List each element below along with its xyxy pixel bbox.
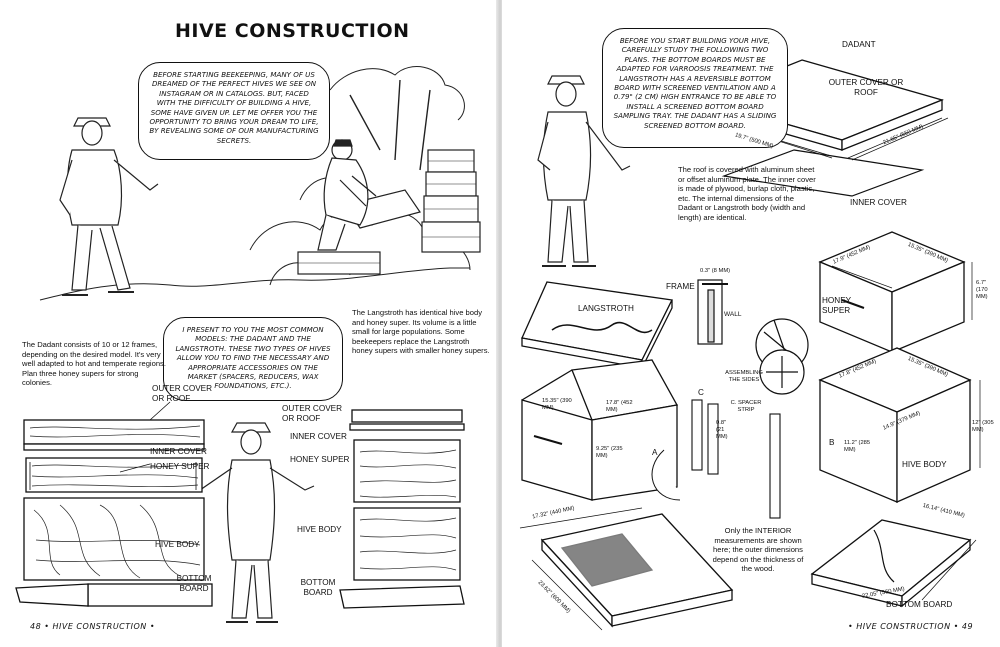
- langstroth-hive-illustration: [339, 409, 465, 609]
- langstroth-title-label: LANGSTROTH: [578, 304, 634, 313]
- models-speech-bubble: I PRESENT TO YOU THE MOST COMMON MODELS:…: [163, 317, 343, 401]
- wall-label: WALL: [724, 311, 742, 318]
- outer-cover-label: OUTER COVER OR ROOF: [828, 78, 904, 97]
- langstroth-height-dimension: 9.25" (235 MM): [596, 446, 623, 459]
- intro-bubble-text: BEFORE STARTING BEEKEEPING, MANY OF US D…: [149, 70, 319, 145]
- frame-wall-detail: [697, 279, 728, 345]
- honey-super-drawing: [818, 231, 966, 353]
- langstroth-roof-drawing: [521, 281, 673, 369]
- langstroth-description: The Langstroth has identical hive body a…: [352, 308, 490, 356]
- frame-label: FRAME: [666, 282, 695, 291]
- left-page-footer: 48 • HIVE CONSTRUCTION •: [30, 622, 156, 631]
- intro-speech-bubble: BEFORE STARTING BEEKEEPING, MANY OF US D…: [138, 62, 330, 160]
- left-page: HIVE CONSTRUCTION: [0, 0, 498, 647]
- left-page-illustrations: [15, 66, 481, 623]
- right-page-illustrations: [519, 59, 981, 631]
- spacer-dimension: 0.8" (21 MM): [716, 420, 728, 440]
- body-inner-height-dimension: 11.2" (285 MM): [844, 440, 871, 453]
- langstroth-inner-cover-label: INNER COVER: [290, 432, 347, 441]
- pointing-beekeeper-illustration: [537, 75, 631, 267]
- dadant-honey-super-label: HONEY SUPER: [150, 462, 210, 471]
- right-page: BEFORE YOU START BUILDING YOUR HIVE, CAR…: [502, 0, 1000, 647]
- dadant-hive-illustration: [15, 419, 213, 607]
- dadant-outer-cover-label: OUTER COVER OR ROOF: [152, 384, 213, 403]
- scene-hive-stack: [297, 149, 481, 275]
- langstroth-hive-body-drawing: [521, 359, 679, 501]
- dadant-bottom-board-drawing: [810, 519, 972, 608]
- hive-body-label: HIVE BODY: [902, 460, 947, 469]
- models-bubble-text: I PRESENT TO YOU THE MOST COMMON MODELS:…: [175, 325, 331, 391]
- assembling-sides-label: ASSEMBLING THE SIDES: [725, 370, 763, 383]
- label-leaders: [119, 401, 171, 473]
- kneeling-beekeeper-illustration: [317, 139, 377, 251]
- langstroth-depth-dimension: 15.35" (390 MM): [542, 398, 572, 411]
- dadant-description: The Dadant consists of 10 or 12 frames, …: [22, 340, 166, 388]
- bottom-board-label: BOTTOM BOARD: [886, 600, 953, 609]
- sitting-beekeeper-illustration: [59, 117, 159, 296]
- honey-super-label: HONEY SUPER: [822, 296, 851, 315]
- frame-gap-dimension: 0.3" (8 MM): [700, 268, 731, 274]
- roof-description: The roof is covered with aluminum sheet …: [678, 165, 816, 222]
- plans-bubble-text: BEFORE YOU START BUILDING YOUR HIVE, CAR…: [613, 36, 777, 130]
- langstroth-outer-cover-label: OUTER COVER OR ROOF: [282, 404, 343, 423]
- part-a-label: A: [652, 448, 658, 457]
- part-b-label: B: [829, 438, 835, 447]
- body-height-dimension: 12" (305 MM): [972, 420, 994, 433]
- langstroth-width-dimension: 17.8" (452 MM): [606, 400, 633, 413]
- langstroth-hive-body-label: HIVE BODY: [297, 525, 342, 534]
- langstroth-bottom-board-drawing: [540, 513, 734, 628]
- dadant-inner-cover-label: INNER COVER: [150, 447, 207, 456]
- langstroth-honey-super-label: HONEY SUPER: [290, 455, 350, 464]
- corner-joint-detail: [759, 349, 805, 395]
- dadant-hive-body-label: HIVE BODY: [155, 540, 200, 549]
- langstroth-bottom-board-label: BOTTOM BOARD: [300, 578, 336, 597]
- part-c-label: C: [698, 388, 704, 397]
- inner-cover-label: INNER COVER: [850, 198, 907, 207]
- inner-cover-drawing: [721, 149, 925, 197]
- book-gutter: [496, 0, 504, 647]
- plans-speech-bubble: BEFORE YOU START BUILDING YOUR HIVE, CAR…: [602, 28, 788, 148]
- spacer-strip-label: C. SPACER STRIP: [730, 400, 762, 413]
- standing-beekeeper-illustration: [191, 422, 315, 623]
- dadant-hive-body-drawing: [818, 347, 972, 503]
- super-height-dimension: 6.7" (170 MM): [976, 280, 988, 300]
- dadant-bottom-board-label: BOTTOM BOARD: [176, 574, 212, 593]
- dadant-title-label: DADANT: [842, 40, 876, 49]
- right-page-footer: • HIVE CONSTRUCTION • 49: [848, 622, 974, 631]
- interior-measurements-note: Only the INTERIOR measurements are shown…: [712, 526, 804, 574]
- spacer-strip-drawings: [651, 399, 781, 519]
- page-title: HIVE CONSTRUCTION: [175, 20, 410, 42]
